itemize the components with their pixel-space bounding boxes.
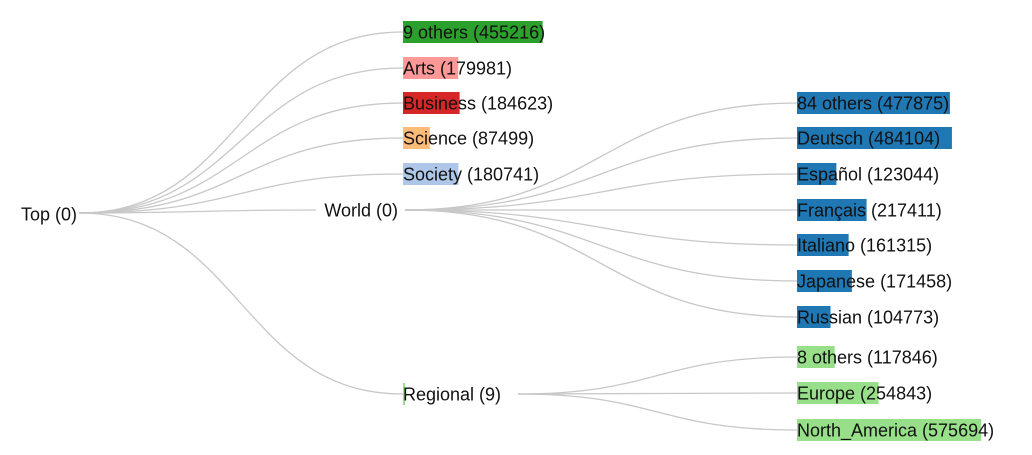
node-label: Arts (179981) bbox=[403, 59, 512, 79]
tree-link bbox=[78, 212, 404, 395]
node-label: Europe (254843) bbox=[797, 384, 932, 404]
node-label: Top (0) bbox=[21, 205, 77, 225]
node-value-bar bbox=[403, 92, 460, 114]
tree-node-society[interactable]: Society (180741) bbox=[403, 163, 539, 185]
node-value-bar bbox=[797, 419, 982, 441]
tree-link bbox=[517, 356, 798, 395]
node-label: Japanese (171458) bbox=[797, 272, 952, 292]
node-value-bar bbox=[797, 199, 867, 221]
tree-node-italiano[interactable]: Italiano (161315) bbox=[797, 234, 932, 256]
node-label: Italiano (161315) bbox=[797, 236, 932, 256]
tree-link bbox=[404, 209, 798, 318]
tree-node-russian[interactable]: Russian (104773) bbox=[797, 306, 939, 328]
tree-link bbox=[78, 173, 404, 214]
node-value-bar bbox=[403, 57, 459, 79]
tree-node-8-others[interactable]: 8 others (117846) bbox=[797, 346, 938, 368]
tree-node-9-others[interactable]: 9 others (455216) bbox=[403, 21, 545, 43]
tree-node-top[interactable]: Top (0) bbox=[21, 205, 77, 225]
node-value-bar bbox=[797, 346, 835, 368]
node-label: Français (217411) bbox=[797, 201, 942, 221]
node-value-bar bbox=[403, 383, 405, 405]
node-value-bar bbox=[403, 163, 459, 185]
tree-node-europe[interactable]: Europe (254843) bbox=[797, 382, 932, 404]
node-value-bar bbox=[797, 306, 831, 328]
node-value-bar bbox=[797, 92, 950, 114]
tree-nodes: Top (0) 9 others (455216) Arts (179981) Bus… bbox=[21, 21, 994, 442]
tree-link bbox=[78, 137, 404, 214]
node-label: World (0) bbox=[324, 201, 398, 221]
node-value-bar bbox=[403, 21, 543, 43]
tree-node-espa-ol[interactable]: Español (123044) bbox=[797, 163, 939, 185]
tree-node-regional[interactable]: Regional (9) bbox=[403, 383, 501, 405]
node-label: Deutsch (484104) bbox=[797, 129, 940, 149]
node-value-bar bbox=[797, 127, 952, 149]
node-label: Science (87499) bbox=[403, 129, 534, 149]
node-label: 84 others (477875) bbox=[797, 94, 949, 114]
tree-link bbox=[78, 67, 404, 214]
tree-link bbox=[78, 31, 404, 214]
tree-links bbox=[78, 31, 798, 431]
node-label: 8 others (117846) bbox=[797, 348, 938, 368]
tree-node-world[interactable]: World (0) bbox=[324, 201, 398, 221]
node-value-bar bbox=[797, 163, 837, 185]
node-value-bar bbox=[797, 382, 879, 404]
tree-link bbox=[517, 392, 798, 395]
tree-link bbox=[404, 209, 798, 282]
node-label: North_America (575694) bbox=[797, 421, 994, 442]
tree-node-science[interactable]: Science (87499) bbox=[403, 127, 534, 149]
node-value-bar bbox=[797, 234, 849, 256]
tree-link bbox=[78, 102, 404, 214]
tree-link bbox=[78, 209, 317, 214]
tree-node-deutsch[interactable]: Deutsch (484104) bbox=[797, 127, 952, 149]
node-label: Regional (9) bbox=[403, 385, 501, 405]
node-label: Español (123044) bbox=[797, 165, 939, 185]
tree-link bbox=[404, 173, 798, 211]
tree-link bbox=[404, 209, 798, 246]
tree-node-japanese[interactable]: Japanese (171458) bbox=[797, 270, 952, 292]
tree-link bbox=[517, 393, 798, 431]
tree-node-business[interactable]: Business (184623) bbox=[403, 92, 553, 114]
node-label: Business (184623) bbox=[403, 94, 553, 114]
node-value-bar bbox=[797, 270, 852, 292]
node-label: 9 others (455216) bbox=[403, 23, 545, 43]
tree-link bbox=[404, 102, 798, 211]
node-label: Society (180741) bbox=[403, 165, 539, 185]
tree-node-fran-ais[interactable]: Français (217411) bbox=[797, 199, 942, 221]
tree-node-north-america[interactable]: North_America (575694) bbox=[797, 419, 994, 442]
tree-link bbox=[404, 137, 798, 211]
tree-node-84-others[interactable]: 84 others (477875) bbox=[797, 92, 950, 114]
tree-node-arts[interactable]: Arts (179981) bbox=[403, 57, 512, 79]
node-value-bar bbox=[403, 127, 430, 149]
node-label: Russian (104773) bbox=[797, 308, 939, 328]
